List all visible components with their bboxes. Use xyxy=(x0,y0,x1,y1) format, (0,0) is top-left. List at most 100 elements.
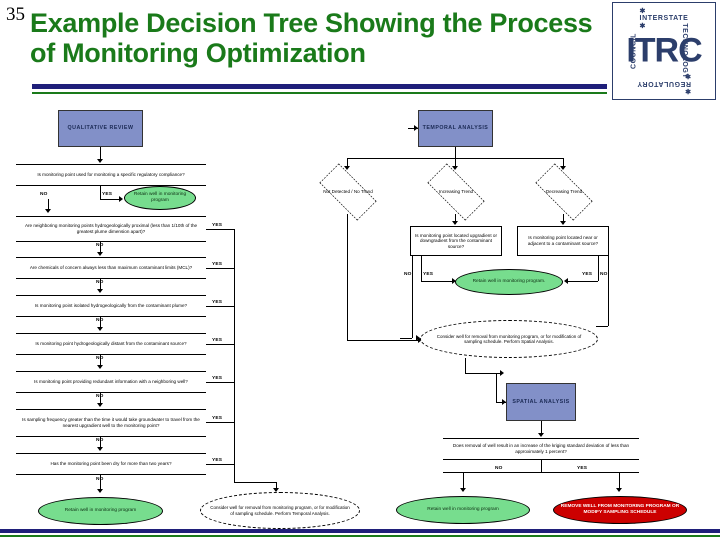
label-yes-q3: YES xyxy=(212,262,223,267)
label-no-q6: NO xyxy=(96,394,104,399)
connector xyxy=(465,358,466,374)
label-no-q3: NO xyxy=(96,280,104,285)
arrow-down-icon xyxy=(344,166,350,170)
branch-increasing: Increasing Trend xyxy=(413,163,499,221)
connector xyxy=(347,158,348,168)
connector xyxy=(455,214,456,224)
connector xyxy=(596,326,608,327)
slide-number: 35 xyxy=(6,4,25,25)
connector xyxy=(206,464,234,465)
connector xyxy=(541,421,542,435)
branch-increasing-label: Increasing Trend xyxy=(438,189,474,195)
label-yes-q6: YES xyxy=(212,376,223,381)
connector xyxy=(100,199,120,200)
logo-word-bottom: REGULATORY xyxy=(637,80,691,87)
arrow-down-icon xyxy=(97,403,103,407)
terminal-consider-spatial: Consider well for removal from monitorin… xyxy=(420,320,598,358)
connector xyxy=(465,373,501,374)
label-no-temporal-left: NO xyxy=(404,272,412,277)
connector xyxy=(206,306,234,307)
connector xyxy=(100,437,101,449)
connector xyxy=(496,402,506,403)
arrow-down-icon xyxy=(452,221,458,225)
label-yes-q1: YES xyxy=(102,192,113,197)
terminal-retain-bottom-left: Retain well in monitoring program xyxy=(38,497,163,525)
label-yes-temporal-left: YES xyxy=(423,272,434,277)
arrow-left-icon xyxy=(564,278,568,284)
arrow-down-icon xyxy=(97,365,103,369)
label-yes-q2: YES xyxy=(212,223,223,228)
connector xyxy=(563,214,564,224)
arrow-down-icon xyxy=(97,252,103,256)
arrow-down-icon xyxy=(97,289,103,293)
arrow-down-icon xyxy=(560,221,566,225)
branch-not-detected-label: Not Detected / No Trend xyxy=(323,189,373,195)
arrow-down-icon xyxy=(452,166,458,170)
connector xyxy=(100,279,101,291)
arrow-down-icon xyxy=(273,488,279,492)
terminal-retain-spatial: Retain well in monitoring program xyxy=(396,496,530,524)
connector xyxy=(568,281,598,282)
temporal-analysis-header: TEMPORAL ANALYSIS xyxy=(418,110,493,147)
label-no-q2: NO xyxy=(96,243,104,248)
question-q1: Is monitoring point used for monitoring … xyxy=(16,164,206,186)
connector xyxy=(100,475,101,491)
connector xyxy=(100,147,101,161)
question-q2: Are neighboring monitoring points hydrog… xyxy=(16,216,206,242)
question-spatial: Does removal of well result in an increa… xyxy=(443,438,639,460)
footer-rule-green xyxy=(0,535,720,537)
qualitative-review-header: QUALITATIVE REVIEW xyxy=(58,110,143,147)
terminal-remove-well: REMOVE WELL FROM MONITORING PROGRAM OR M… xyxy=(553,496,687,524)
footer-rule-navy xyxy=(0,529,720,533)
label-no-q5: NO xyxy=(96,356,104,361)
label-yes-q4: YES xyxy=(212,300,223,305)
question-q8: Has the monitoring point been dry for mo… xyxy=(16,453,206,475)
label-yes-temporal-right: YES xyxy=(582,272,593,277)
terminal-retain-temporal: Retain well in monitoring program. xyxy=(455,269,563,295)
star-icon: ✱ xyxy=(684,87,691,94)
connector xyxy=(206,422,234,423)
label-no-q7: NO xyxy=(96,438,104,443)
label-yes-q5: YES xyxy=(212,338,223,343)
terminal-retain-top: Retain well in monitoring program xyxy=(124,186,196,210)
arrow-down-icon xyxy=(45,209,51,213)
connector xyxy=(443,472,639,473)
connector xyxy=(400,338,412,339)
connector xyxy=(421,281,454,282)
connector xyxy=(234,229,235,482)
terminal-consider-temporal: Consider well for removal from monitorin… xyxy=(200,492,360,529)
label-no-q4: NO xyxy=(96,318,104,323)
star-icon: ✱ xyxy=(639,8,647,15)
arrow-down-icon xyxy=(460,488,466,492)
arrow-right-icon xyxy=(502,399,506,405)
connector xyxy=(347,214,348,340)
star-icon: ✱ xyxy=(639,23,647,30)
arrow-down-icon xyxy=(97,159,103,163)
connector xyxy=(619,472,620,490)
connector xyxy=(541,460,542,472)
branch-decreasing-label: Decreasing Trend xyxy=(545,189,583,195)
arrow-right-icon xyxy=(414,125,418,131)
question-q3: Are chemicals of concern always less tha… xyxy=(16,257,206,279)
arrow-right-icon xyxy=(416,335,420,341)
connector xyxy=(455,147,456,159)
arrow-down-icon xyxy=(538,433,544,437)
branch-decreasing: Decreasing Trend xyxy=(521,163,607,221)
connector xyxy=(463,472,464,490)
logo-word-top: INTERSTATE xyxy=(639,15,689,22)
connector xyxy=(100,186,101,200)
connector xyxy=(100,355,101,367)
logo-mark: ITRC xyxy=(626,31,702,70)
arrow-down-icon xyxy=(616,488,622,492)
connector xyxy=(100,242,101,254)
itrc-logo: ✱ INTERSTATE ✱ ✱ REGULATORY ✱ COUNCIL TE… xyxy=(612,2,716,100)
question-q4: Is monitoring point isolated hydrogeolog… xyxy=(16,295,206,317)
label-no-q1: NO xyxy=(40,192,48,197)
connector xyxy=(455,158,456,168)
header-rule-navy xyxy=(32,84,607,89)
arrow-down-icon xyxy=(97,447,103,451)
page-title: Example Decision Tree Showing the Proces… xyxy=(30,8,593,68)
connector xyxy=(347,340,419,341)
connector xyxy=(100,393,101,405)
